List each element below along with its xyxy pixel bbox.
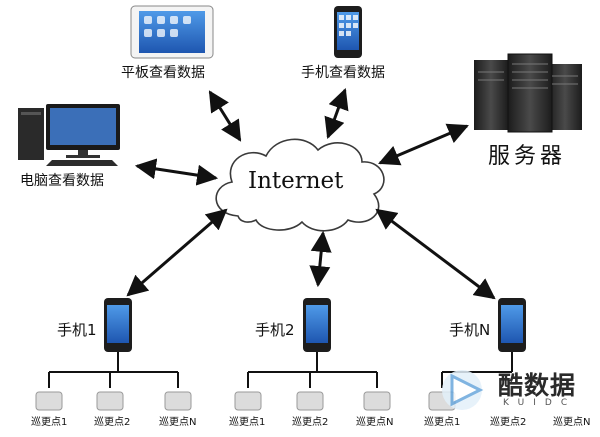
- label-phone-top: 手机查看数据: [301, 65, 385, 81]
- label-computer: 电脑查看数据: [20, 173, 104, 189]
- patrol-label: 巡更点N: [356, 417, 394, 428]
- patrol-readers: [35, 391, 456, 411]
- arrow-server: [378, 123, 469, 166]
- watermark-logo-icon: [442, 370, 484, 410]
- phone1-icon: [104, 298, 132, 352]
- phone-top-icon: [334, 6, 362, 58]
- arrows: [126, 88, 496, 300]
- label-server: 服务器: [488, 144, 567, 169]
- internet-cloud: [215, 138, 385, 232]
- patrol-label: 巡更点2: [94, 417, 131, 428]
- arrow-phone-top: [324, 88, 349, 139]
- arrow-tablet: [208, 90, 242, 142]
- tablet-icon: [130, 5, 214, 59]
- label-phone1: 手机1: [57, 321, 97, 339]
- arrow-phone2: [309, 230, 332, 288]
- arrow-computer: [134, 158, 219, 186]
- phoneN-icon: [498, 298, 526, 352]
- arrow-phone1: [126, 208, 228, 297]
- label-internet: Internet: [248, 168, 344, 194]
- patrol-label: 巡更点2: [292, 417, 329, 428]
- server-icon: [474, 53, 582, 133]
- patrol-label: 巡更点1: [424, 417, 461, 428]
- arrow-phoneN: [375, 208, 496, 300]
- patrol-label: 巡更点N: [553, 417, 591, 428]
- label-phoneN: 手机N: [449, 321, 491, 339]
- patrol-label: 巡更点1: [31, 417, 68, 428]
- watermark-subtext: KUIDC: [503, 398, 577, 408]
- computer-icon: [18, 104, 120, 166]
- watermark-text: 酷数据: [498, 371, 577, 400]
- phone2-icon: [303, 298, 331, 352]
- label-tablet: 平板查看数据: [121, 65, 205, 81]
- patrol-label: 巡更点N: [159, 417, 197, 428]
- label-phone2: 手机2: [255, 321, 295, 339]
- patrol-label: 巡更点2: [490, 417, 527, 428]
- patrol-label: 巡更点1: [229, 417, 266, 428]
